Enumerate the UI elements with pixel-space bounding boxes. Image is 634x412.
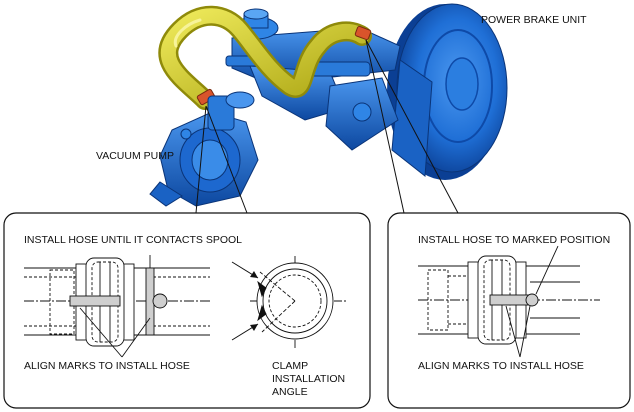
right-marked-position <box>525 293 539 307</box>
clamp-angle-arrow-lower-head <box>250 324 258 331</box>
left-align-mark <box>69 295 121 307</box>
power-brake-unit <box>387 3 508 180</box>
left-top-label: INSTALL HOSE UNTIL IT CONTACTS SPOOL <box>24 234 243 246</box>
right-top-label: INSTALL HOSE TO MARKED POSITION <box>418 234 611 246</box>
right-bottom-label: ALIGN MARKS TO INSTALL HOSE <box>418 360 584 372</box>
vacuum-hose <box>158 5 372 110</box>
left-spool-bump <box>152 293 168 309</box>
right-pointer-lines <box>505 245 559 358</box>
vacuum-pump-label: VACUUM PUMP <box>96 150 174 162</box>
clamp-angle-arrow-upper-head <box>250 271 258 278</box>
clamp-label-line-3: ANGLE <box>272 386 308 398</box>
hose-clamp-booster <box>354 25 372 41</box>
vacuum-pump <box>149 91 259 207</box>
power-brake-unit-label: POWER BRAKE UNIT <box>481 14 587 26</box>
clamp-label-line-2: INSTALLATION <box>272 373 346 385</box>
clamp-label-line-1: CLAMP <box>272 360 309 372</box>
callout-lines <box>195 39 459 214</box>
right-align-mark <box>489 294 531 306</box>
clamp-angle-view <box>250 256 346 348</box>
left-pointer-lines <box>79 255 151 358</box>
left-bottom-label: ALIGN MARKS TO INSTALL HOSE <box>24 360 190 372</box>
